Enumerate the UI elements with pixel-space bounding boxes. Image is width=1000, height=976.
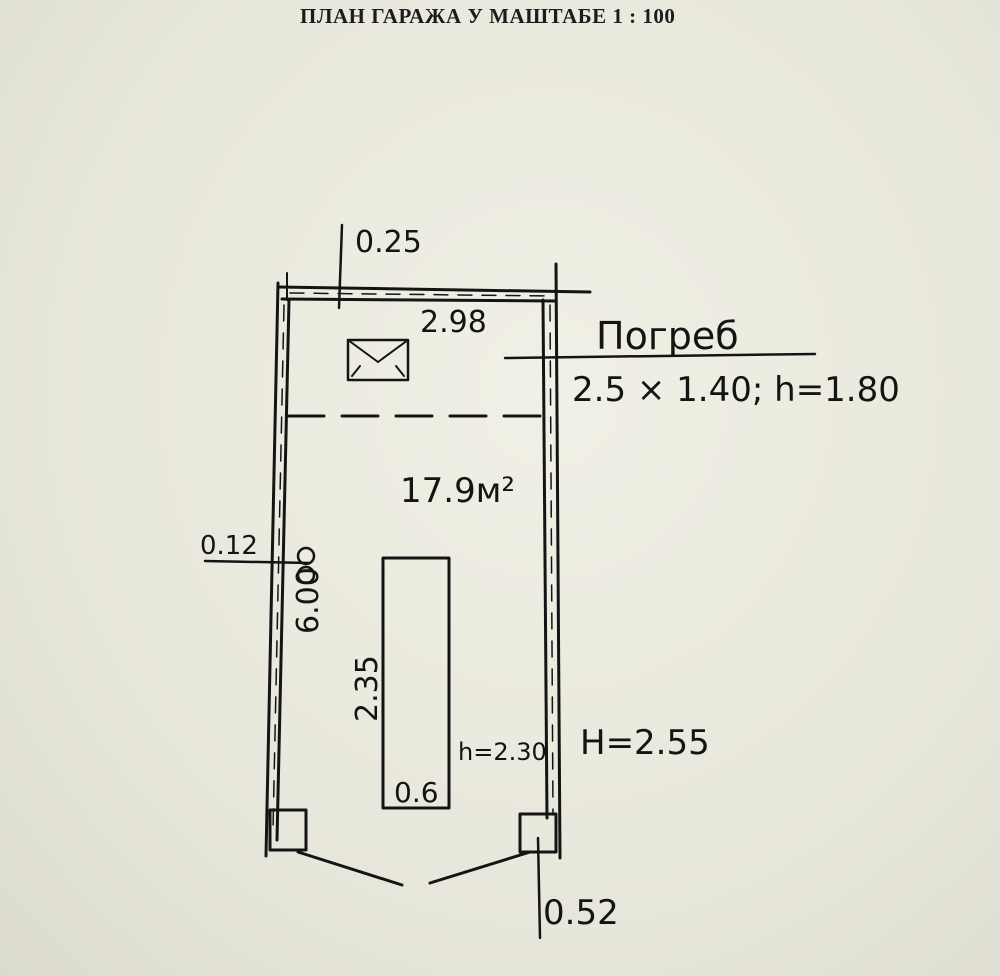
dimension-line-0-25 — [337, 223, 344, 310]
right-wall-center-dash — [549, 304, 554, 816]
left-wall-inner-line — [275, 298, 291, 842]
gate-leaf-right — [428, 850, 532, 885]
right-wall-outer-line — [554, 262, 562, 860]
pit-depth-label: h=2.30 — [458, 738, 547, 766]
inspection-pit — [381, 556, 451, 810]
top-wall-thickness-label: 0.25 — [355, 225, 422, 260]
left-wall-center-dash — [272, 304, 285, 831]
top-wall-center-dash — [289, 292, 551, 297]
pit-length-label: 2.35 — [350, 655, 385, 722]
top-wall-inner-line — [280, 297, 558, 303]
right-wall-inner-line — [541, 298, 549, 820]
cellar-leader-line — [503, 352, 817, 360]
inner-width-label: 2.98 — [420, 305, 487, 340]
left-wall-outer-line — [264, 281, 280, 858]
area-label: 17.9м² — [400, 471, 515, 511]
cellar-dimensions-label: 2.5 × 1.40; h=1.80 — [572, 370, 900, 410]
gate-leaf-left — [296, 850, 404, 887]
pillar-width-label: 0.52 — [543, 893, 619, 933]
top-wall-outer-line — [276, 285, 592, 294]
inner-length-label: 6.00 — [291, 567, 326, 634]
dimension-line-0-52 — [536, 836, 542, 940]
pit-width-label: 0.6 — [394, 776, 439, 809]
door-pillar-left — [268, 808, 308, 852]
wall-marker-circle-lower — [296, 565, 316, 585]
wall-marker-circle-upper — [296, 546, 316, 566]
cellar-hatch-icon — [346, 338, 410, 382]
document-header: ПЛАН ГАРАЖА У МАШТАБЕ 1 : 100 — [300, 4, 676, 28]
cellar-label: Погреб — [596, 314, 739, 358]
garage-height-label: H=2.55 — [580, 723, 710, 763]
side-wall-thickness-label: 0.12 — [200, 531, 258, 561]
dimension-line-0-12 — [203, 559, 312, 565]
